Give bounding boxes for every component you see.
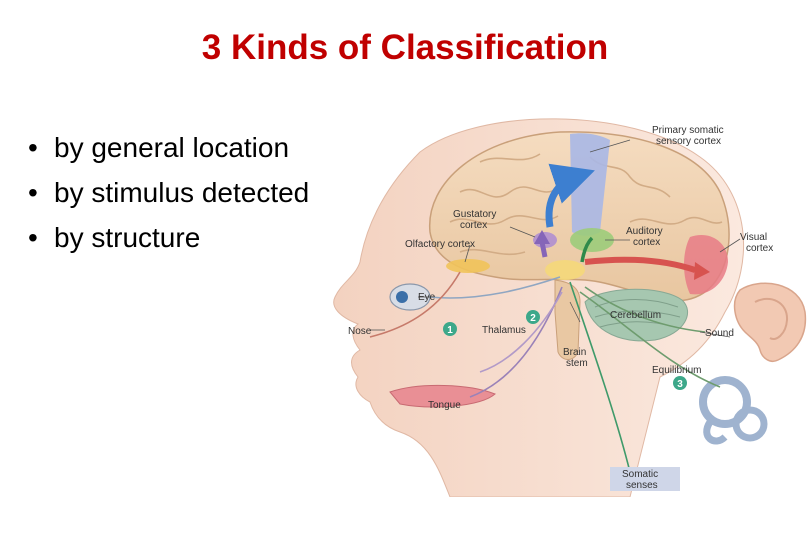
- bullet-item: •by stimulus detected: [28, 170, 309, 215]
- label-olfactory: Olfactory cortex: [405, 239, 475, 250]
- thalamus-region: [545, 260, 585, 280]
- label-cerebellum: Cerebellum: [610, 310, 661, 321]
- slide-title: 3 Kinds of Classification: [0, 28, 810, 68]
- marker-3-text: 3: [677, 379, 683, 390]
- bullet-item: •by structure: [28, 215, 309, 260]
- label-thalamus: Thalamus: [482, 325, 526, 336]
- label-equilibrium: Equilibrium: [652, 365, 701, 376]
- bullet-text: by stimulus detected: [54, 177, 309, 208]
- label-tongue: Tongue: [428, 400, 461, 411]
- bullet-dot: •: [28, 125, 54, 170]
- bullet-list: •by general location •by stimulus detect…: [28, 125, 309, 260]
- gustatory-arrow: [542, 242, 545, 257]
- bullet-item: •by general location: [28, 125, 309, 170]
- label-sound: Sound: [705, 328, 734, 339]
- olfactory-cortex-region: [446, 259, 490, 273]
- bullet-text: by structure: [54, 222, 200, 253]
- bullet-dot: •: [28, 170, 54, 215]
- bullet-dot: •: [28, 215, 54, 260]
- inner-ear-shape: [703, 380, 764, 441]
- ear-shape: [735, 283, 806, 361]
- label-eye: Eye: [418, 292, 436, 303]
- bullet-text: by general location: [54, 132, 289, 163]
- label-nose: Nose: [348, 326, 372, 337]
- marker-2-text: 2: [530, 313, 536, 324]
- marker-1-text: 1: [447, 325, 453, 336]
- eye-iris: [396, 291, 408, 303]
